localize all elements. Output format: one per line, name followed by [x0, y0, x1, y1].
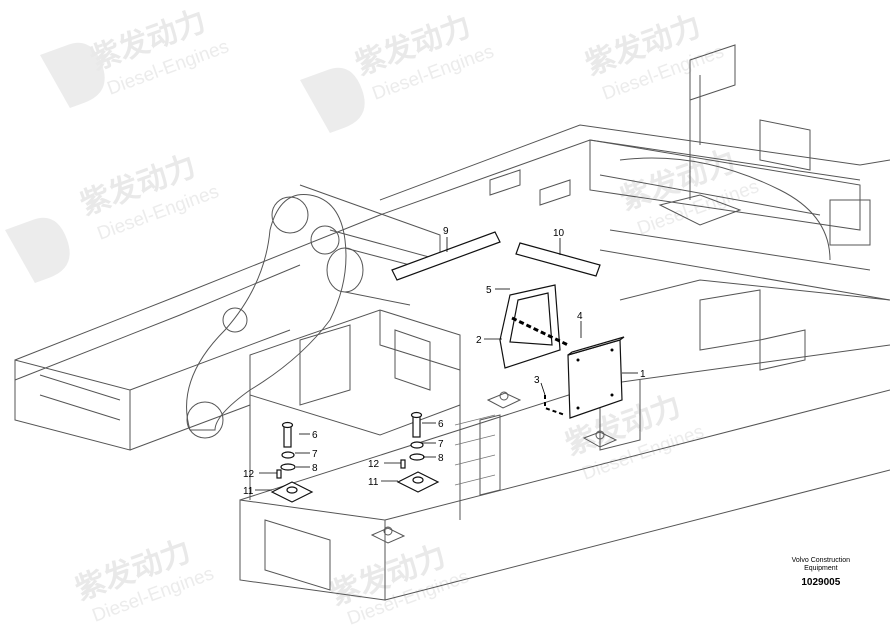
callout-2: 2 [476, 335, 482, 346]
watermark-logo-icon [300, 67, 365, 133]
watermark-layer: 紫发动力 Diesel-Engines 紫发动力 Diesel-Engines … [5, 5, 762, 629]
callout-9: 9 [443, 226, 449, 237]
callout-labels: 1 2 3 4 5 6 7 8 11 12 6 7 8 11 12 9 10 [243, 226, 646, 497]
frame-line-art [14, 44, 890, 601]
callout-12-left: 12 [243, 469, 255, 480]
fastener-set-middle [396, 411, 440, 493]
callout-4: 4 [577, 311, 583, 322]
callout-11-middle: 11 [368, 477, 379, 488]
callout-5: 5 [486, 285, 492, 296]
callout-1: 1 [640, 369, 646, 380]
watermark-logo-icon [5, 217, 70, 283]
callout-10: 10 [553, 228, 565, 239]
callout-12-middle: 12 [368, 459, 380, 470]
callout-6-left: 6 [312, 430, 318, 441]
callout-6-middle: 6 [438, 419, 444, 430]
callout-7-middle: 7 [438, 439, 444, 450]
drawing-number: 1029005 [801, 577, 841, 588]
callout-11-left: 11 [243, 486, 254, 497]
caption-company-line2: Equipment [804, 565, 838, 572]
part-9-bar [391, 231, 501, 281]
callout-8-middle: 8 [438, 453, 444, 464]
callout-8-left: 8 [312, 463, 318, 474]
fastener-set-left [270, 421, 314, 503]
caption-company: Volvo Construction [791, 557, 850, 564]
callout-leaders [255, 237, 638, 491]
callout-7-left: 7 [312, 449, 318, 460]
part-1-control-unit [567, 336, 625, 419]
callout-3: 3 [534, 375, 540, 386]
watermark-logo-icon [40, 42, 105, 108]
part-harness-dashed [511, 316, 569, 416]
drawing-caption: Volvo Construction Equipment 1029005 [792, 557, 850, 588]
part-10-bar [515, 242, 601, 277]
